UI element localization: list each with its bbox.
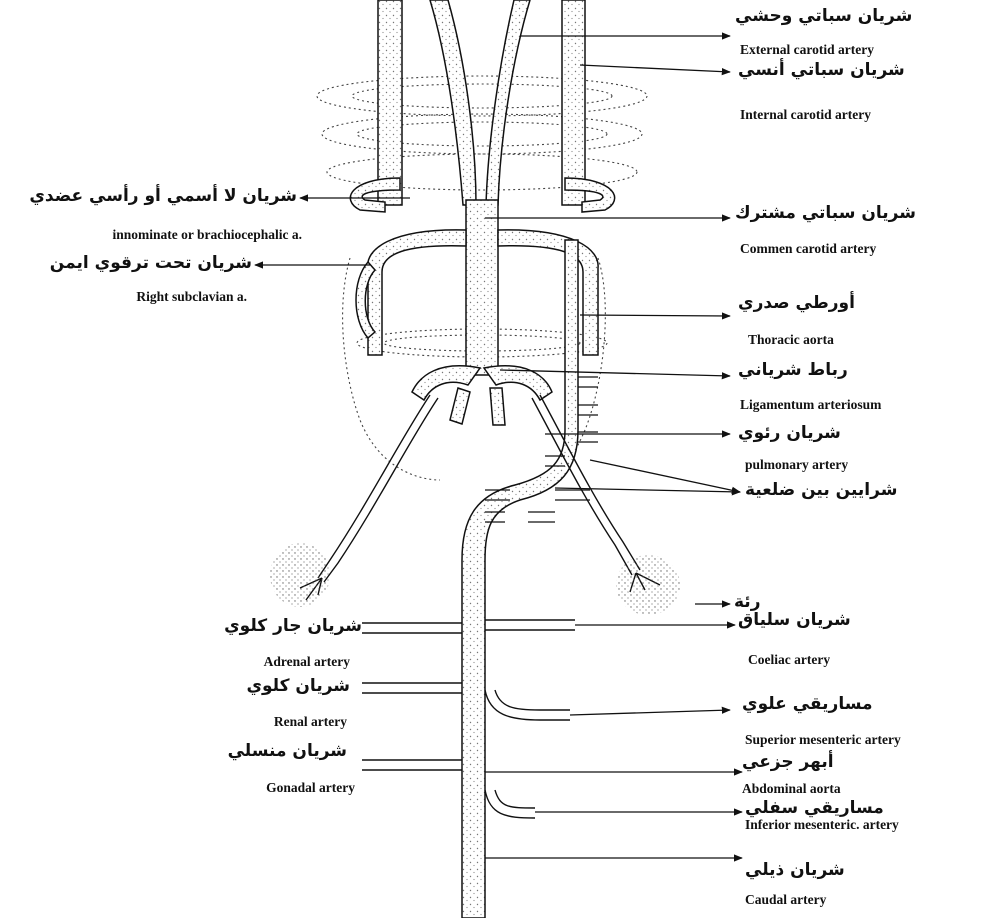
inferior-mesenteric-label-en: Inferior mesenteric. artery [745, 818, 899, 832]
superior-mesenteric-label-ar: مساريقي علوي [742, 696, 873, 713]
coeliac-label-en: Coeliac artery [748, 653, 830, 667]
thoracic-aorta-label-ar: أورطي صدري [738, 295, 855, 312]
ligamentum-label-en: Ligamentum arteriosum [740, 398, 881, 412]
inferior-mesenteric-label-ar: مساريقي سفلي [745, 800, 884, 817]
adrenal-label-en: Adrenal artery [264, 655, 350, 669]
renal-label-ar: شريان كلوي [246, 678, 350, 695]
lung-left [616, 555, 680, 615]
lung-label-ar: رئة [734, 594, 760, 611]
external-carotid-label-en: External carotid artery [740, 43, 874, 57]
thoracic-aorta-label-en: Thoracic aorta [748, 333, 834, 347]
gonadal-label-en: Gonadal artery [266, 781, 355, 795]
innominate-label-ar: شريان لا أسمي أو رأسي عضدي [29, 188, 297, 205]
abdominal-aorta-label-en: Abdominal aorta [742, 782, 841, 796]
renal-label-en: Renal artery [274, 715, 347, 729]
carotid-arteries [378, 0, 585, 205]
common-carotid-label-ar: شريان سباتي مشترك [735, 205, 916, 222]
external-carotid-label-ar: شريان سباتي وحشي [735, 8, 912, 25]
caudal-label-ar: شريان ذيلي [745, 862, 845, 879]
common-carotid-label-en: Commen carotid artery [740, 242, 876, 256]
coeliac-label-ar: شريان سلياق [738, 612, 851, 629]
ligamentum-label-ar: رباط شرياني [738, 362, 848, 379]
caudal-label-en: Caudal artery [745, 893, 826, 907]
internal-carotid-label-en: Internal carotid artery [740, 108, 871, 122]
right-subclavian-label-en: Right subclavian a. [136, 290, 247, 304]
superior-mesenteric-label-en: Superior mesenteric artery [745, 733, 901, 747]
lung-right [270, 543, 330, 607]
right-subclavian-label-ar: شريان تحت ترقوي ايمن [50, 255, 252, 272]
innominate-label-en: innominate or brachiocephalic a. [112, 228, 302, 242]
pulmonary-label-en: pulmonary artery [745, 458, 848, 472]
internal-carotid-label-ar: شريان سباتي أنسي [738, 62, 905, 79]
common-carotid-trunk [466, 200, 498, 375]
intercostal-label-ar: شرايين بين ضلعية [745, 482, 897, 499]
abdominal-aorta-label-ar: أبهر جزعي [742, 754, 834, 771]
gonadal-label-ar: شريان منسلي [228, 743, 347, 760]
pulmonary-label-ar: شريان رئوي [738, 425, 841, 442]
adrenal-label-ar: شريان جار كلوي [224, 618, 362, 635]
